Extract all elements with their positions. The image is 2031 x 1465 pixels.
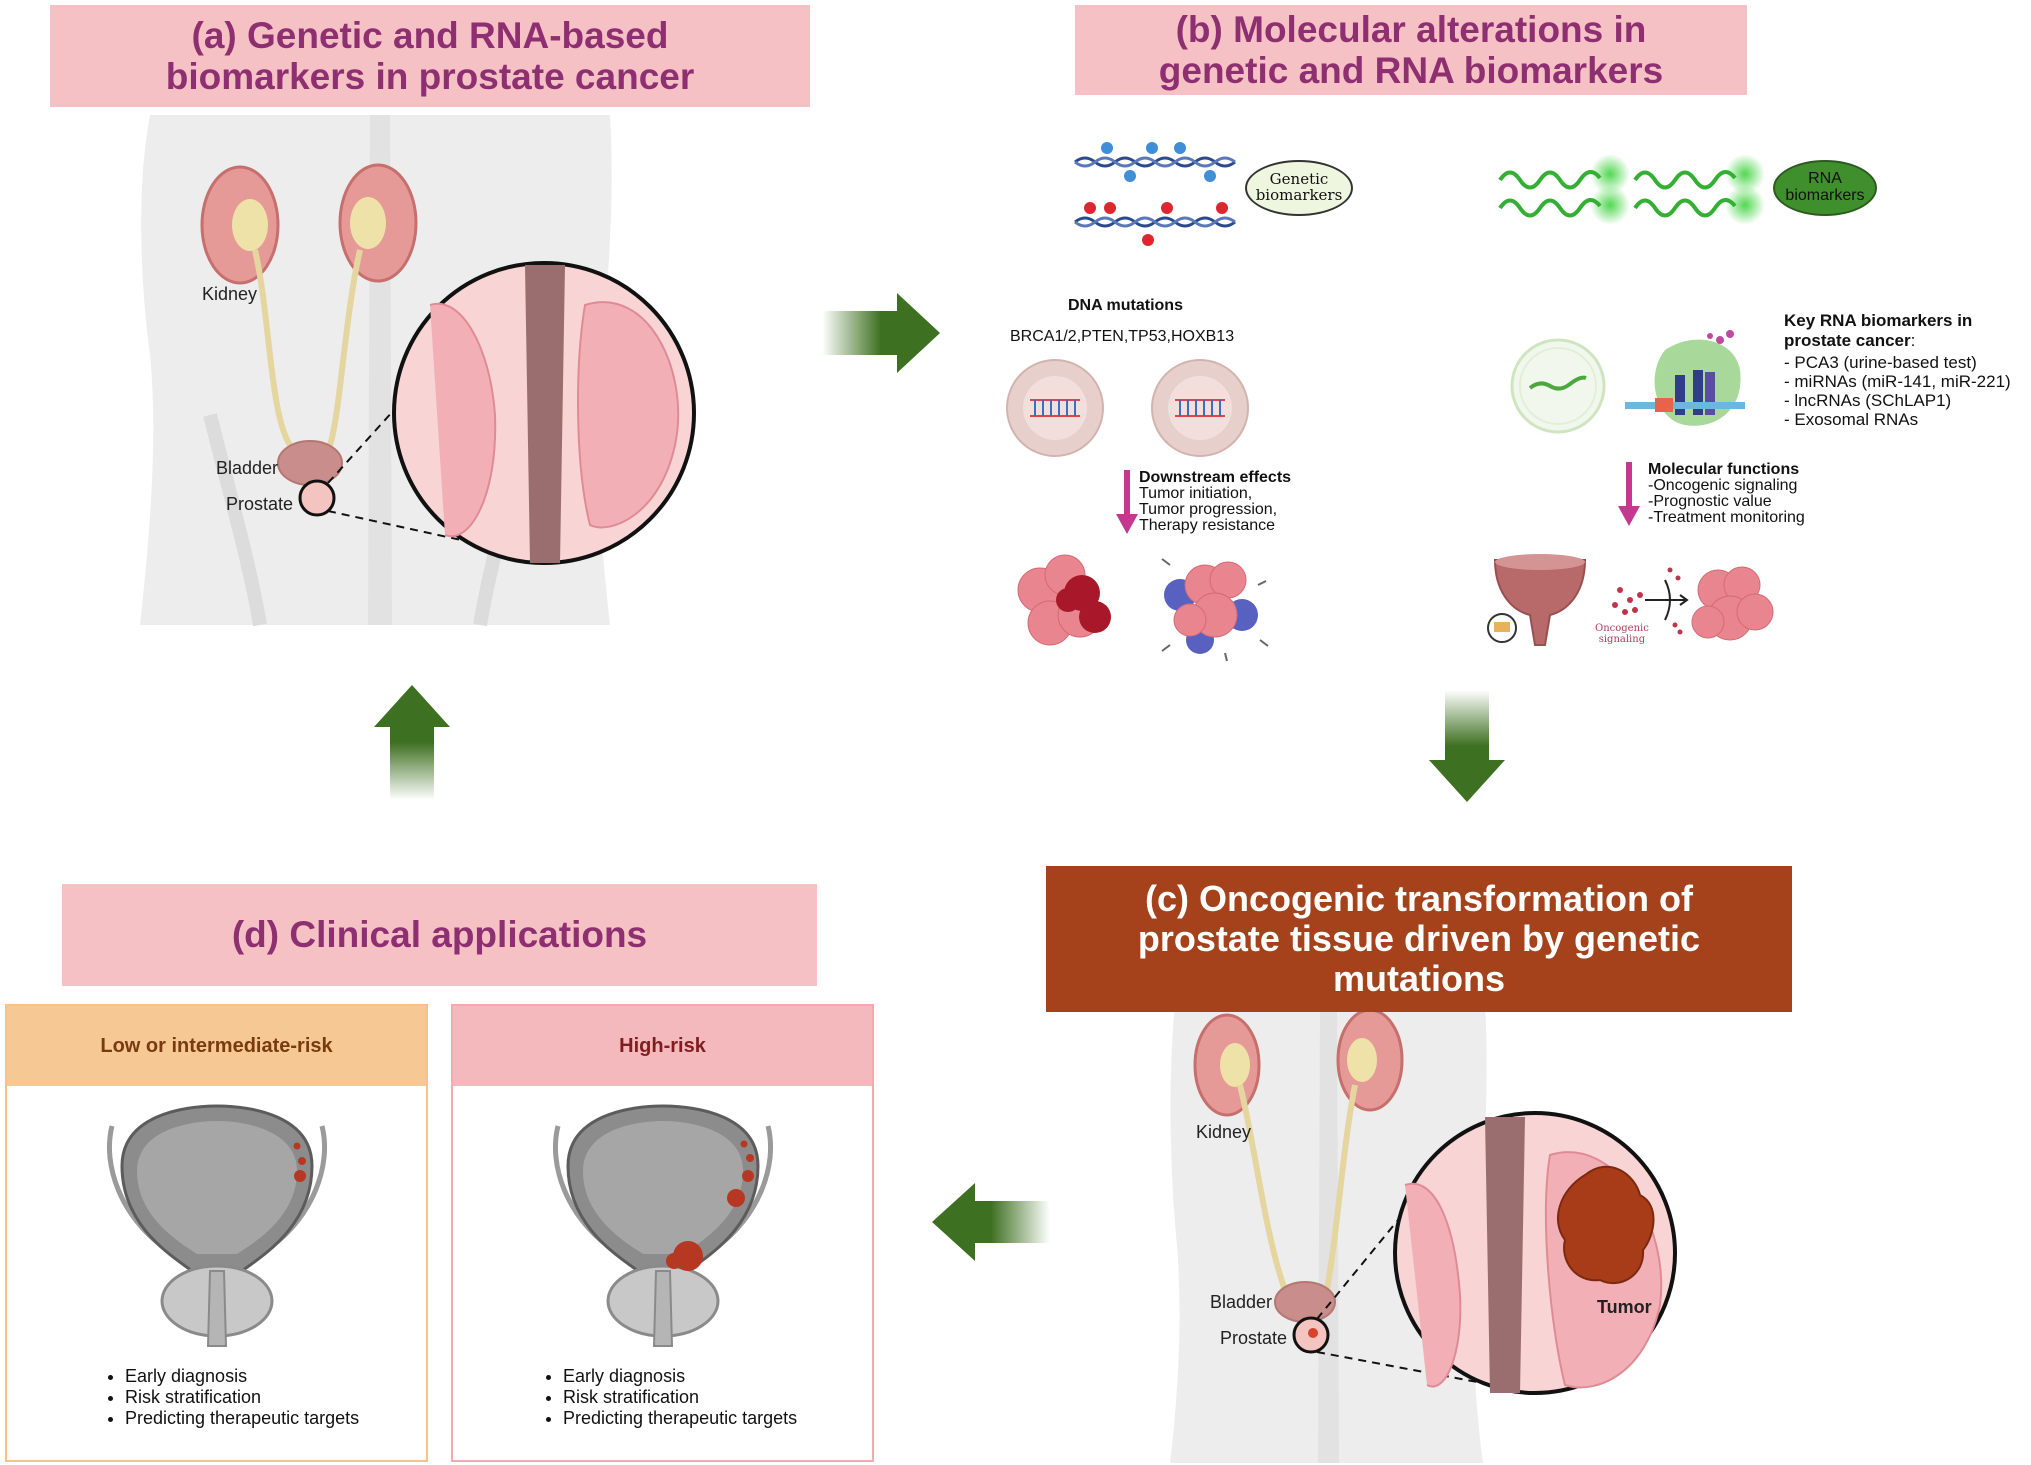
panel-a-title-line2: biomarkers in prostate cancer bbox=[165, 56, 695, 97]
low-risk-panel: Low or intermediate-risk Early diagnosis… bbox=[5, 1004, 428, 1462]
panel-c-prostate-label: Prostate bbox=[1220, 1328, 1288, 1348]
high-risk-header: High-risk bbox=[453, 1006, 872, 1086]
high-risk-item: Predicting therapeutic targets bbox=[563, 1408, 797, 1429]
panel-c-tumor-label: Tumor bbox=[1597, 1297, 1652, 1317]
rna-processing-illustration bbox=[1625, 330, 1745, 426]
tumor-mass bbox=[1556, 1165, 1655, 1285]
panel-a-prostate-label: Prostate bbox=[226, 494, 294, 514]
panel-c-body-illustration bbox=[1170, 1005, 1677, 1463]
panel-a-bladder-label: Bladder bbox=[216, 458, 279, 478]
rna-biomarkers-badge: RNA biomarkers bbox=[1773, 160, 1877, 216]
dna-strands-illustration bbox=[1074, 142, 1236, 246]
rna-vesicle-illustration bbox=[1510, 338, 1606, 434]
low-risk-header: Low or intermediate-risk bbox=[7, 1006, 426, 1086]
panel-c-bladder-label: Bladder bbox=[1210, 1292, 1273, 1312]
oncogenic-signaling-illustration bbox=[1487, 554, 1774, 646]
mutated-cells-illustration bbox=[1006, 359, 1249, 457]
key-rna-item-3: - lncRNAs (SChLAP1) bbox=[1784, 391, 1952, 410]
panel-a-kidney-label: Kidney bbox=[202, 284, 258, 304]
molecular-function-3: -Treatment monitoring bbox=[1648, 509, 1805, 526]
panel-b-title: (b) Molecular alterations in genetic and… bbox=[1075, 5, 1747, 95]
downstream-item-3: Therapy resistance bbox=[1139, 517, 1276, 534]
panel-c-title-line3: mutations bbox=[1332, 958, 1505, 1000]
panel-c-title-line2: prostate tissue driven by genetic bbox=[1137, 917, 1701, 959]
genetic-biomarkers-badge: Genetic biomarkers bbox=[1245, 160, 1353, 216]
panel-a-title-line1: (a) Genetic and RNA-based bbox=[191, 14, 669, 56]
low-risk-prostate-illustration bbox=[106, 1104, 328, 1347]
panel-a-title: (a) Genetic and RNA-based biomarkers in … bbox=[50, 5, 810, 107]
key-rna-item-2: - miRNAs (miR-141, miR-221) bbox=[1784, 372, 2011, 391]
downstream-arrow bbox=[1116, 470, 1138, 534]
key-rna-title-colon: : bbox=[1910, 331, 1916, 350]
molecular-functions-title: Molecular functions bbox=[1648, 461, 1800, 478]
downstream-item-2: Tumor progression, bbox=[1139, 501, 1278, 518]
high-risk-prostate-illustration bbox=[552, 1104, 774, 1347]
downstream-effects-title: Downstream effects bbox=[1139, 469, 1292, 486]
low-risk-title: Low or intermediate-risk bbox=[100, 1034, 333, 1057]
molecular-functions-arrow bbox=[1618, 462, 1640, 526]
oncogenic-label-line1: Oncogenic bbox=[1595, 623, 1649, 634]
panel-c-kidney-label: Kidney bbox=[1196, 1122, 1252, 1142]
panel-d-title-text: (d) Clinical applications bbox=[231, 914, 648, 956]
oncogenic-signaling-label: Oncogenic signaling bbox=[1595, 623, 1649, 645]
panel-b-title-line2: genetic and RNA biomarkers bbox=[1158, 50, 1664, 91]
high-risk-title: High-risk bbox=[619, 1034, 706, 1057]
high-risk-item: Early diagnosis bbox=[563, 1366, 797, 1387]
low-risk-item: Predicting therapeutic targets bbox=[125, 1408, 359, 1429]
arrow-down-b-to-c bbox=[1429, 690, 1505, 802]
bladder-c bbox=[1274, 1281, 1336, 1323]
rna-strands-illustration bbox=[1498, 154, 1765, 225]
key-rna-title-line2: prostate cancer: bbox=[1784, 332, 1915, 349]
dna-mutations-title: DNA mutations bbox=[1068, 297, 1183, 314]
low-risk-item: Risk stratification bbox=[125, 1387, 359, 1408]
prostate bbox=[298, 479, 336, 517]
panel-d-title: (d) Clinical applications bbox=[62, 884, 817, 986]
low-risk-item: Early diagnosis bbox=[125, 1366, 359, 1387]
panel-c-title: (c) Oncogenic transformation of prostate… bbox=[1046, 866, 1792, 1012]
high-risk-item: Risk stratification bbox=[563, 1387, 797, 1408]
key-rna-item-1: - PCA3 (urine-based test) bbox=[1784, 353, 1977, 372]
downstream-item-1: Tumor initiation, bbox=[1139, 485, 1253, 502]
oncogenic-label-line2: signaling bbox=[1598, 634, 1646, 645]
panel-c-title-line1: (c) Oncogenic transformation of bbox=[1144, 877, 1694, 919]
low-risk-list: Early diagnosis Risk stratification Pred… bbox=[103, 1366, 359, 1429]
panel-b-title-line1: (b) Molecular alterations in bbox=[1175, 8, 1647, 50]
molecular-function-2: -Prognostic value bbox=[1648, 493, 1772, 510]
dna-mutations-genes: BRCA1/2,PTEN,TP53,HOXB13 bbox=[1010, 328, 1235, 345]
key-rna-title-line1: Key RNA biomarkers in bbox=[1784, 311, 1973, 330]
molecular-function-1: -Oncogenic signaling bbox=[1648, 477, 1798, 494]
key-rna-item-4: - Exosomal RNAs bbox=[1784, 410, 1919, 429]
high-risk-panel: High-risk Early diagnosis Risk stratific… bbox=[451, 1004, 874, 1462]
arrow-right-a-to-b bbox=[822, 293, 940, 373]
rna-badge-line2: biomarkers bbox=[1785, 187, 1865, 204]
high-risk-list: Early diagnosis Risk stratification Pred… bbox=[541, 1366, 797, 1429]
arrow-left-c-to-d bbox=[932, 1183, 1050, 1261]
tumor-clusters-illustration bbox=[1017, 554, 1269, 662]
arrow-up-d-to-a bbox=[374, 685, 450, 800]
genetic-badge-line1: Genetic bbox=[1269, 170, 1329, 189]
key-rna-title-line2-text: prostate cancer bbox=[1784, 331, 1911, 350]
genetic-badge-line2: biomarkers bbox=[1255, 186, 1343, 204]
rna-badge-line1: RNA bbox=[1808, 170, 1842, 188]
panel-a-body-illustration bbox=[140, 115, 696, 627]
